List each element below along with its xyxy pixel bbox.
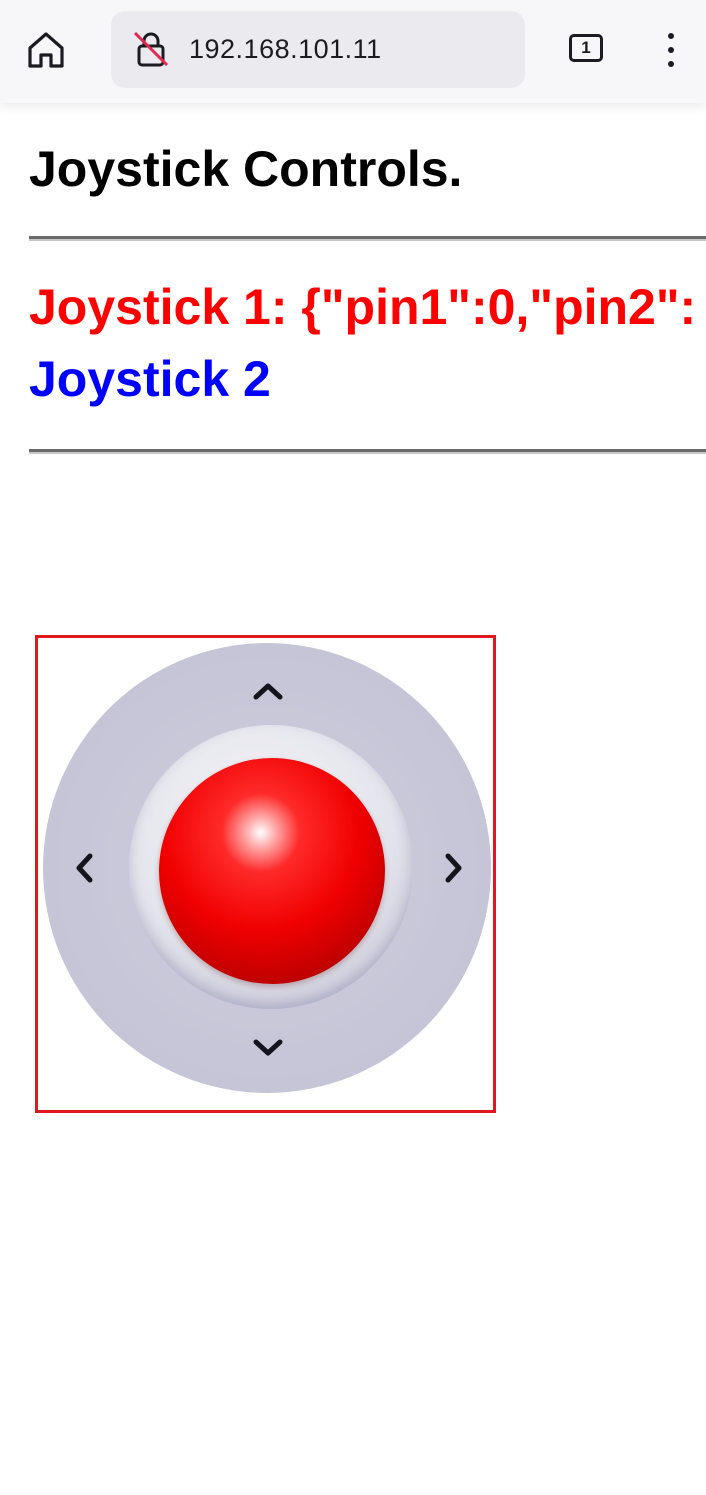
joystick1-status: Joystick 1: {"pin1":0,"pin2":: [29, 279, 697, 335]
tabs-counter-icon: 1: [569, 34, 603, 62]
divider-top: [29, 236, 706, 241]
joystick2-status: Joystick 2: [29, 351, 271, 407]
insecure-lock-icon[interactable]: [131, 29, 171, 69]
more-menu-button[interactable]: [656, 28, 686, 72]
browser-toolbar: 192.168.101.11 1: [0, 0, 706, 103]
tabs-button[interactable]: 1: [566, 32, 610, 68]
chevron-down-icon: [253, 1039, 283, 1056]
home-icon: [28, 32, 64, 68]
chevron-right-icon: [445, 853, 462, 883]
chevron-left-icon: [76, 853, 93, 883]
home-button[interactable]: [22, 26, 70, 74]
joystick-base[interactable]: [43, 643, 491, 1093]
url-text[interactable]: 192.168.101.11: [189, 34, 382, 64]
divider-bottom: [29, 449, 706, 454]
page-title: Joystick Controls.: [29, 141, 463, 197]
chevron-up-icon: [253, 683, 283, 700]
joystick-knob[interactable]: [159, 758, 385, 984]
joystick-canvas[interactable]: [35, 635, 496, 1113]
url-bar[interactable]: 192.168.101.11: [111, 11, 525, 88]
